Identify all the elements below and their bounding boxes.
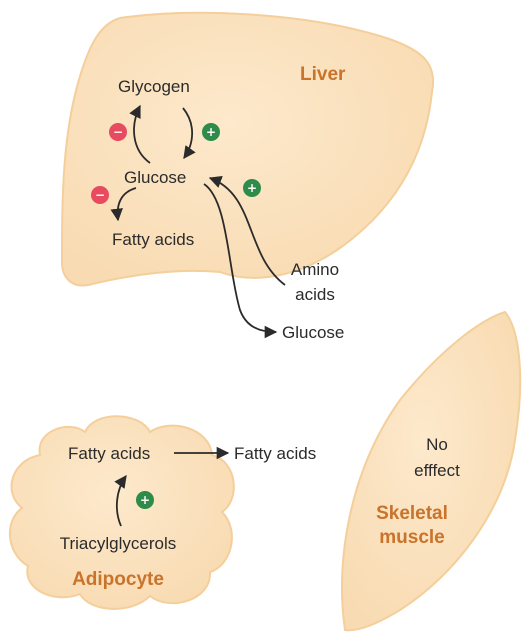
liver-fatty-acids-label: Fatty acids <box>112 230 194 249</box>
glucose-to-blood-arrow <box>203 183 278 339</box>
glucose-out-label: Glucose <box>282 323 344 342</box>
amino-acids-label-line1: Amino <box>291 260 339 279</box>
adipocyte-title: Adipocyte <box>72 569 164 590</box>
svg-text:+: + <box>206 125 216 139</box>
glycogen-to-glucose-arrow <box>182 107 196 160</box>
plus-sign-gluconeogenesis: + <box>243 179 261 197</box>
skeletal-muscle-title-line1: Skeletal <box>376 503 448 524</box>
plus-sign-glycogenolysis: + <box>202 123 220 141</box>
glucose-to-glycogen-arrow <box>129 104 151 164</box>
no-effect-label-line2: efffect <box>414 461 460 480</box>
plus-sign-lipolysis: + <box>136 491 154 509</box>
liver-title: Liver <box>300 64 346 85</box>
triacylglycerols-label: Triacylglycerols <box>60 534 177 553</box>
fatty-acids-out-label: Fatty acids <box>234 444 316 463</box>
minus-sign-lipogenesis: − <box>91 186 109 204</box>
no-effect-label-line1: No <box>426 435 448 454</box>
adipocyte-shape <box>8 415 235 610</box>
glycogen-label: Glycogen <box>118 77 190 96</box>
svg-text:−: − <box>95 188 105 202</box>
skeletal-muscle-title-line2: muscle <box>379 527 444 548</box>
skeletal-muscle-shape <box>341 310 522 632</box>
svg-text:+: + <box>247 181 257 195</box>
glucose-label: Glucose <box>124 168 186 187</box>
adipocyte-fatty-acids-label: Fatty acids <box>68 444 150 463</box>
triacylglycerols-to-fatty-acids-arrow <box>114 474 127 527</box>
liver-shape <box>60 11 435 287</box>
glucose-to-fatty-acids-arrow <box>110 187 137 222</box>
amino-acids-label-line2: acids <box>295 285 335 304</box>
svg-text:+: + <box>140 493 150 507</box>
amino-acids-to-glucose-arrow <box>208 176 286 286</box>
svg-text:−: − <box>113 125 123 139</box>
minus-sign-glycogenesis: − <box>109 123 127 141</box>
